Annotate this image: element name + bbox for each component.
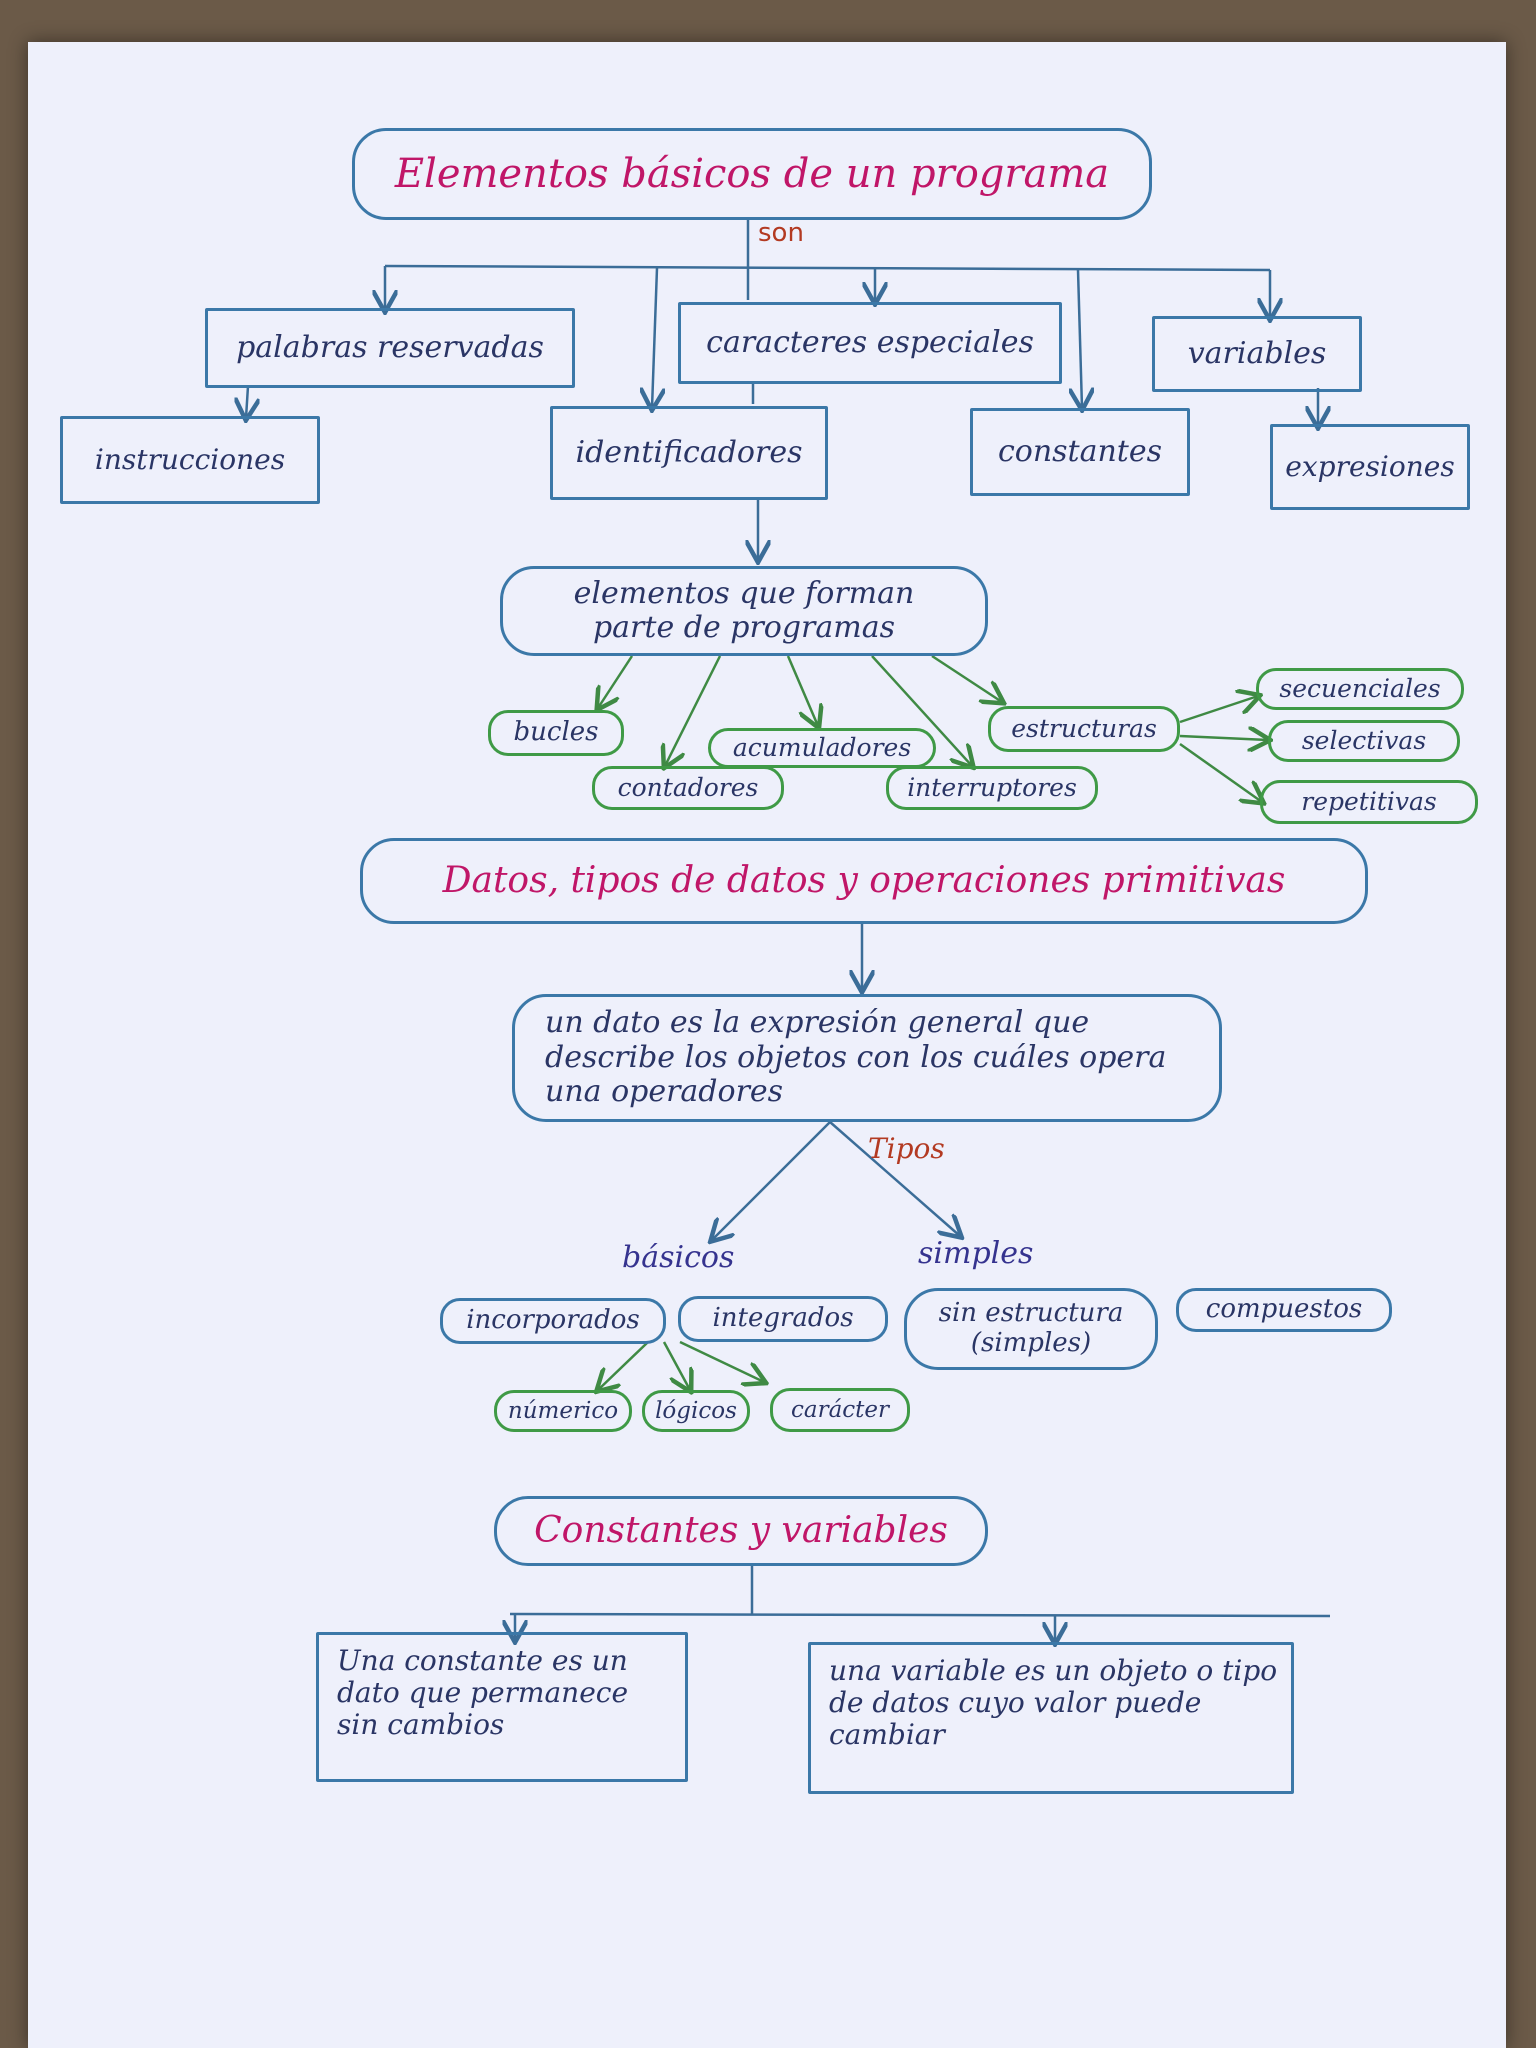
- node-bucles: bucles: [488, 710, 624, 756]
- node-estructuras: estructuras: [988, 706, 1180, 752]
- node-interruptores: interruptores: [886, 766, 1098, 810]
- node-secuenciales: secuenciales: [1256, 668, 1464, 710]
- node-interruptores-text: interruptores: [907, 772, 1077, 802]
- node-constantes: constantes: [970, 408, 1190, 496]
- node-integrados: integrados: [678, 1296, 888, 1342]
- node-variables-text: variables: [1187, 335, 1327, 371]
- node-elementos-programas: elementos que forman parte de programas: [500, 566, 988, 656]
- node-numerico: númerico: [494, 1390, 632, 1432]
- node-expresiones-text: expresiones: [1285, 449, 1455, 483]
- node-selectivas-text: selectivas: [1301, 725, 1427, 755]
- node-constante-definicion: Una constante es un dato que permanece s…: [316, 1632, 688, 1782]
- node-bucles-text: bucles: [513, 717, 599, 748]
- node-palabras-reservadas: palabras reservadas: [205, 308, 575, 388]
- node-repetitivas: repetitivas: [1260, 780, 1478, 824]
- label-basicos: básicos: [622, 1240, 735, 1275]
- node-contadores: contadores: [592, 766, 784, 810]
- title-datos-tipos: Datos, tipos de datos y operaciones prim…: [360, 838, 1368, 924]
- node-elementos-programas-text: elementos que forman parte de programas: [573, 575, 915, 645]
- node-variable-definicion: una variable es un objeto o tipo de dato…: [808, 1642, 1294, 1794]
- node-identificadores: identificadores: [550, 406, 828, 500]
- title-constantes-variables: Constantes y variables: [494, 1496, 988, 1566]
- node-acumuladores-text: acumuladores: [732, 732, 912, 762]
- node-caracter: carácter: [770, 1388, 910, 1432]
- node-compuestos: compuestos: [1176, 1288, 1392, 1332]
- node-expresiones: expresiones: [1270, 424, 1470, 510]
- node-definicion-dato: un dato es la expresión general que desc…: [512, 994, 1222, 1122]
- node-secuenciales-text: secuenciales: [1279, 673, 1441, 703]
- node-compuestos-text: compuestos: [1205, 1294, 1363, 1325]
- node-definicion-dato-text: un dato es la expresión general que desc…: [545, 1005, 1167, 1110]
- title-elementos-basicos-text: Elementos básicos de un programa: [394, 151, 1110, 197]
- node-caracter-text: carácter: [790, 1396, 890, 1423]
- node-palabras-reservadas-text: palabras reservadas: [236, 329, 544, 365]
- node-repetitivas-text: repetitivas: [1301, 786, 1437, 816]
- node-sin-estructura-text: sin estructura (simples): [938, 1298, 1124, 1358]
- node-caracteres-especiales: caracteres especiales: [678, 302, 1062, 384]
- label-simples: simples: [918, 1236, 1034, 1271]
- node-incorporados: incorporados: [440, 1298, 666, 1344]
- connector-bus: [384, 264, 1271, 272]
- node-caracteres-especiales-text: caracteres especiales: [706, 324, 1034, 360]
- node-constante-definicion-text: Una constante es un dato que permanece s…: [337, 1644, 629, 1742]
- node-estructuras-text: estructuras: [1011, 713, 1157, 743]
- title-constantes-variables-text: Constantes y variables: [534, 1510, 948, 1552]
- node-instrucciones-text: instrucciones: [94, 442, 286, 476]
- node-incorporados-text: incorporados: [466, 1305, 640, 1336]
- node-integrados-text: integrados: [712, 1303, 854, 1334]
- node-selectivas: selectivas: [1268, 720, 1460, 762]
- node-logicos: lógicos: [642, 1390, 750, 1432]
- node-constantes-text: constantes: [997, 433, 1163, 469]
- link-label-tipos: Tipos: [868, 1132, 945, 1165]
- link-label-son: son: [758, 218, 804, 248]
- node-contadores-text: contadores: [617, 772, 759, 802]
- paper-sheet: [28, 42, 1506, 2048]
- node-instrucciones: instrucciones: [60, 416, 320, 504]
- node-logicos-text: lógicos: [655, 1397, 737, 1424]
- node-numerico-text: númerico: [507, 1397, 619, 1424]
- node-sin-estructura: sin estructura (simples): [904, 1288, 1158, 1370]
- title-elementos-basicos: Elementos básicos de un programa: [352, 128, 1152, 220]
- node-identificadores-text: identificadores: [575, 434, 803, 470]
- node-variables: variables: [1152, 316, 1362, 392]
- title-datos-tipos-text: Datos, tipos de datos y operaciones prim…: [442, 860, 1286, 902]
- node-acumuladores: acumuladores: [708, 728, 936, 768]
- node-variable-definicion-text: una variable es un objeto o tipo de dato…: [829, 1654, 1278, 1752]
